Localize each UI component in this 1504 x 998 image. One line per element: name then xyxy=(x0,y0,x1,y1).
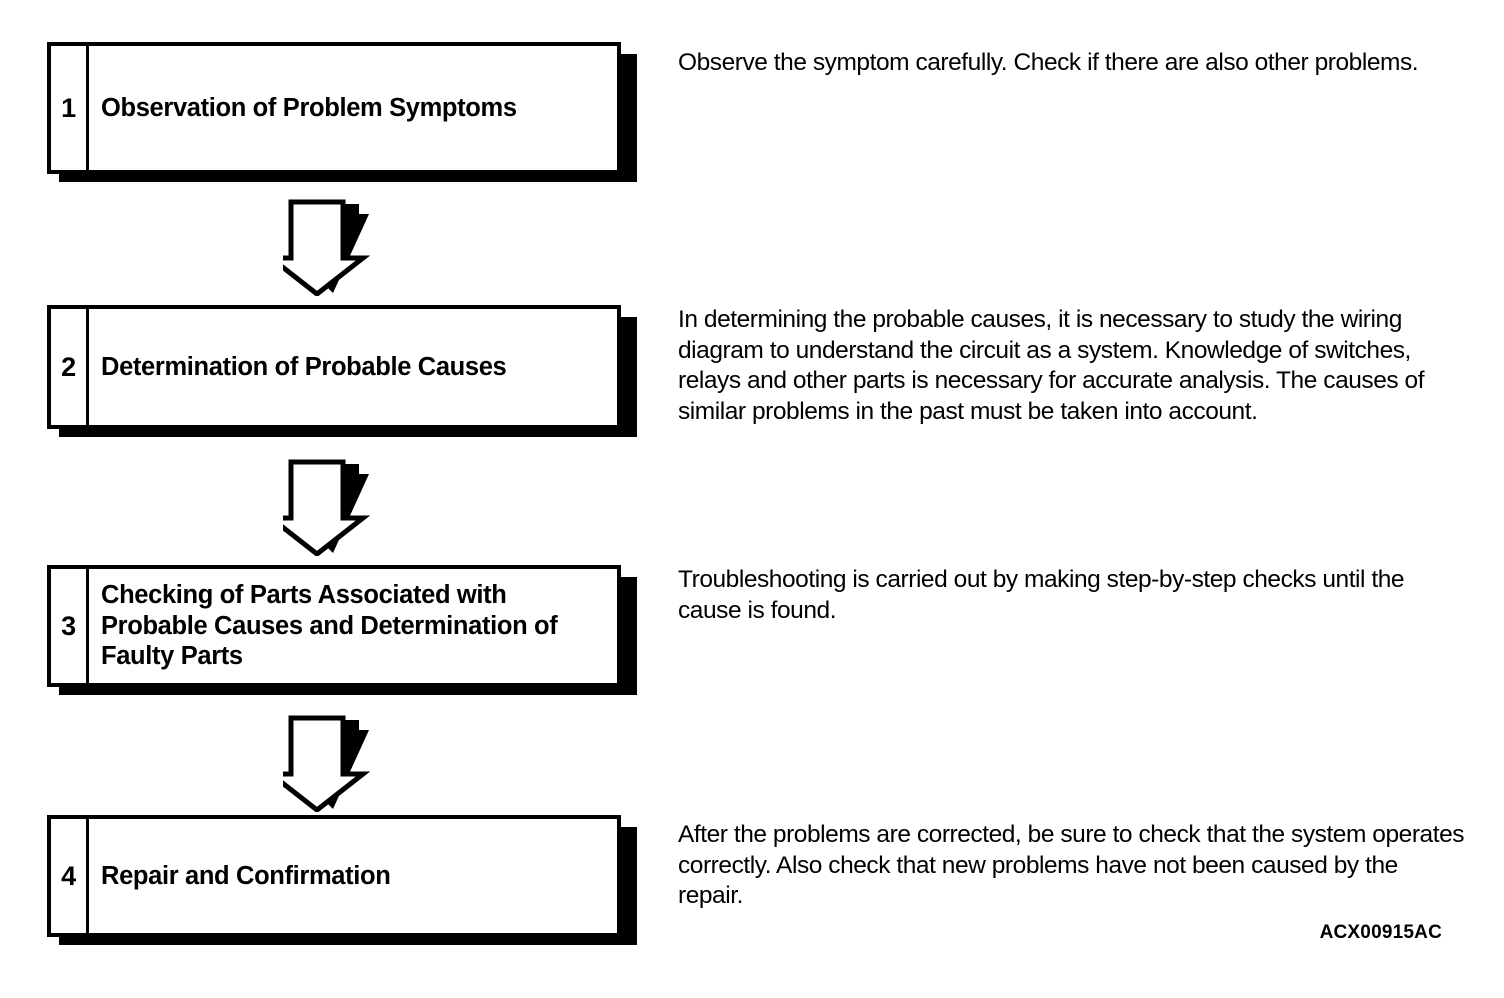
step-title-4: Repair and Confirmation xyxy=(101,861,391,890)
step-description-2: In determining the probable causes, it i… xyxy=(678,306,1425,426)
step-number-4: 4 xyxy=(61,860,76,891)
step-box-4-body: 4 Repair and Confirmation xyxy=(47,815,621,937)
step-box-2-body: 2 Determination of Probable Causes xyxy=(47,305,621,429)
step-number-2: 2 xyxy=(61,351,76,382)
step-box-1-body: 1 Observation of Problem Symptoms xyxy=(47,42,621,174)
step-title-cell-1: Observation of Problem Symptoms xyxy=(89,46,617,170)
connector-arrow-2-3 xyxy=(283,456,379,556)
connector-arrow-3-4 xyxy=(283,712,379,812)
step-title-1: Observation of Problem Symptoms xyxy=(101,93,517,122)
step-box-3-body: 3 Checking of Parts Associated with Prob… xyxy=(47,565,621,687)
connector-arrow-1-2 xyxy=(283,196,379,296)
step-number-1: 1 xyxy=(61,92,76,123)
step-title-2: Determination of Probable Causes xyxy=(101,352,507,381)
step-number-cell-1: 1 xyxy=(51,46,89,170)
reference-code: ACX00915AC xyxy=(1319,922,1442,943)
step-title-cell-3: Checking of Parts Associated with Probab… xyxy=(89,569,617,683)
step-title-cell-2: Determination of Probable Causes xyxy=(89,309,617,425)
step-number-cell-3: 3 xyxy=(51,569,89,683)
step-number-3: 3 xyxy=(61,610,76,641)
step-description-1: Observe the symptom carefully. Check if … xyxy=(678,49,1419,76)
step-description-3: Troubleshooting is carried out by making… xyxy=(678,566,1405,624)
step-title-3: Checking of Parts Associated with Probab… xyxy=(101,580,558,671)
step-description-4: After the problems are corrected, be sur… xyxy=(678,821,1465,910)
step-number-cell-4: 4 xyxy=(51,819,89,933)
step-number-cell-2: 2 xyxy=(51,309,89,425)
step-title-cell-4: Repair and Confirmation xyxy=(89,819,617,933)
